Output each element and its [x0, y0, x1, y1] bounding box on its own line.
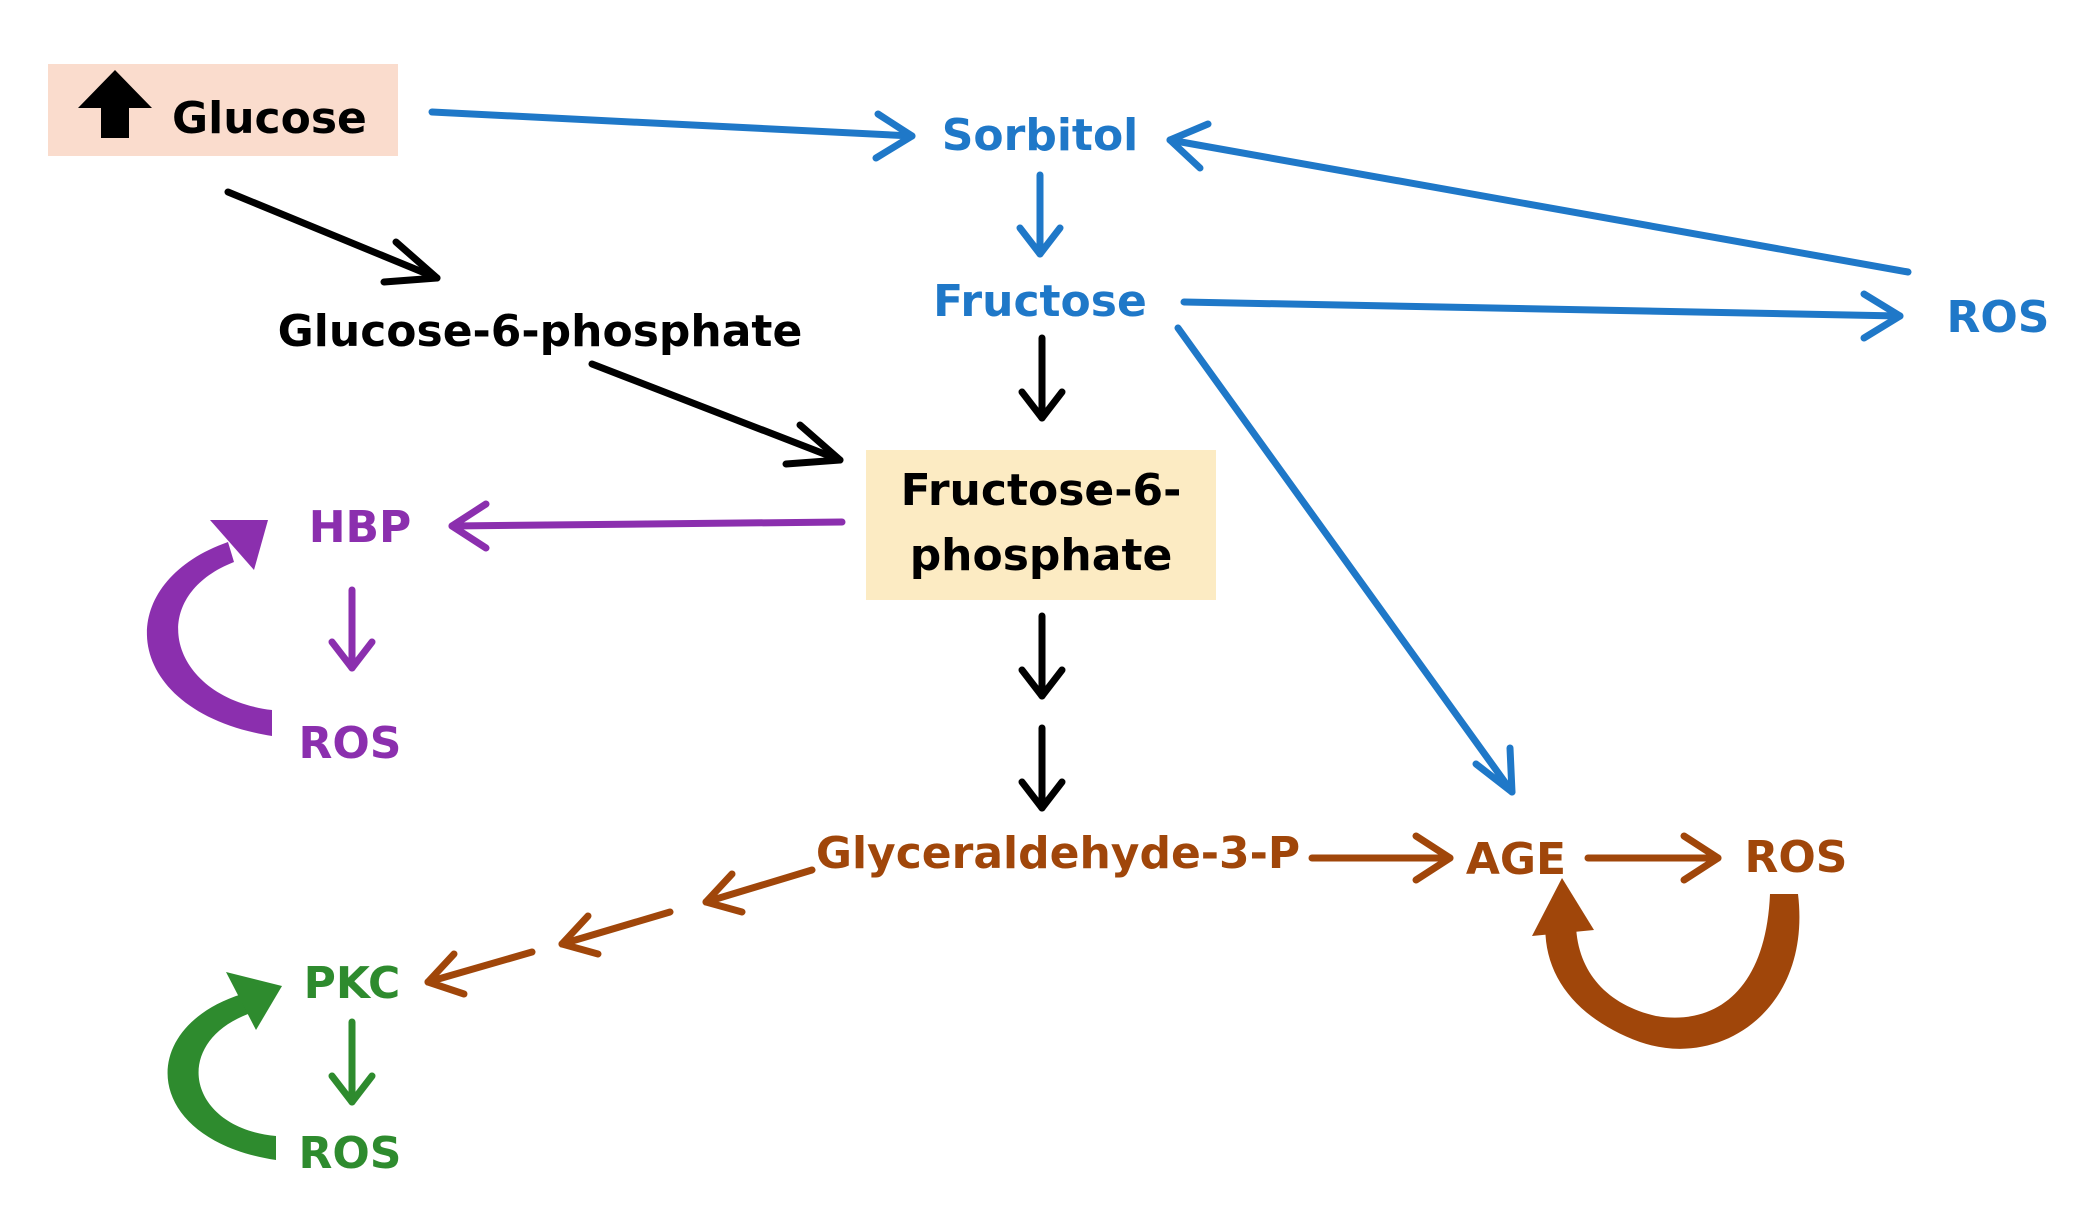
- ros-polyol-label: ROS: [1947, 292, 2050, 343]
- arrow-f6p-to-hbp: [448, 500, 846, 552]
- arrow-age-to-ros: [1584, 832, 1722, 884]
- ros-age-label: ROS: [1745, 832, 1848, 883]
- fructose-6-phosphate-label-line2: phosphate: [910, 530, 1173, 581]
- sorbitol-label: Sorbitol: [942, 110, 1139, 161]
- age-ros-feedback-loop: [1532, 878, 1800, 1049]
- glucose-label: Glucose: [172, 93, 367, 144]
- arrow-fructose-to-f6p: [1018, 334, 1066, 422]
- arrow-f6p-down-2: [1018, 724, 1066, 812]
- arrow-g3p-to-age: [1308, 832, 1454, 884]
- arrow-g6p-to-f6p: [588, 360, 844, 468]
- fructose-6-phosphate-box: [866, 450, 1216, 600]
- ros-pkc-label: ROS: [299, 1128, 402, 1179]
- fructose-label: Fructose: [933, 276, 1147, 327]
- arrow-glucose-to-g6p: [224, 188, 441, 286]
- pkc-label: PKC: [304, 958, 401, 1009]
- up-arrow-icon: [78, 70, 152, 138]
- fructose-6-phosphate-label-line1: Fructose-6-: [901, 465, 1182, 516]
- arrow-pkc-to-ros: [328, 1018, 376, 1106]
- pkc-ros-feedback-loop: [167, 972, 282, 1160]
- glucose-6-phosphate-label: Glucose-6-phosphate: [278, 306, 803, 357]
- hbp-ros-feedback-loop: [146, 520, 272, 736]
- glyceraldehyde-3-p-label: Glyceraldehyde-3-P: [816, 828, 1300, 879]
- arrow-hbp-to-ros: [328, 586, 376, 672]
- arrow-f6p-down-1: [1018, 612, 1066, 700]
- arrow-fructose-to-age: [1174, 324, 1516, 796]
- dashed-arrow-g3p-to-pkc: [424, 866, 816, 998]
- arrow-glucose-to-sorbitol: [428, 108, 916, 162]
- age-label: AGE: [1466, 834, 1566, 885]
- arrow-ros-to-sorbitol: [1166, 120, 1912, 276]
- arrow-sorbitol-to-fructose: [1016, 171, 1064, 258]
- hbp-label: HBP: [309, 502, 412, 553]
- ros-hbp-label: ROS: [299, 718, 402, 769]
- arrow-fructose-to-ros: [1180, 290, 1904, 342]
